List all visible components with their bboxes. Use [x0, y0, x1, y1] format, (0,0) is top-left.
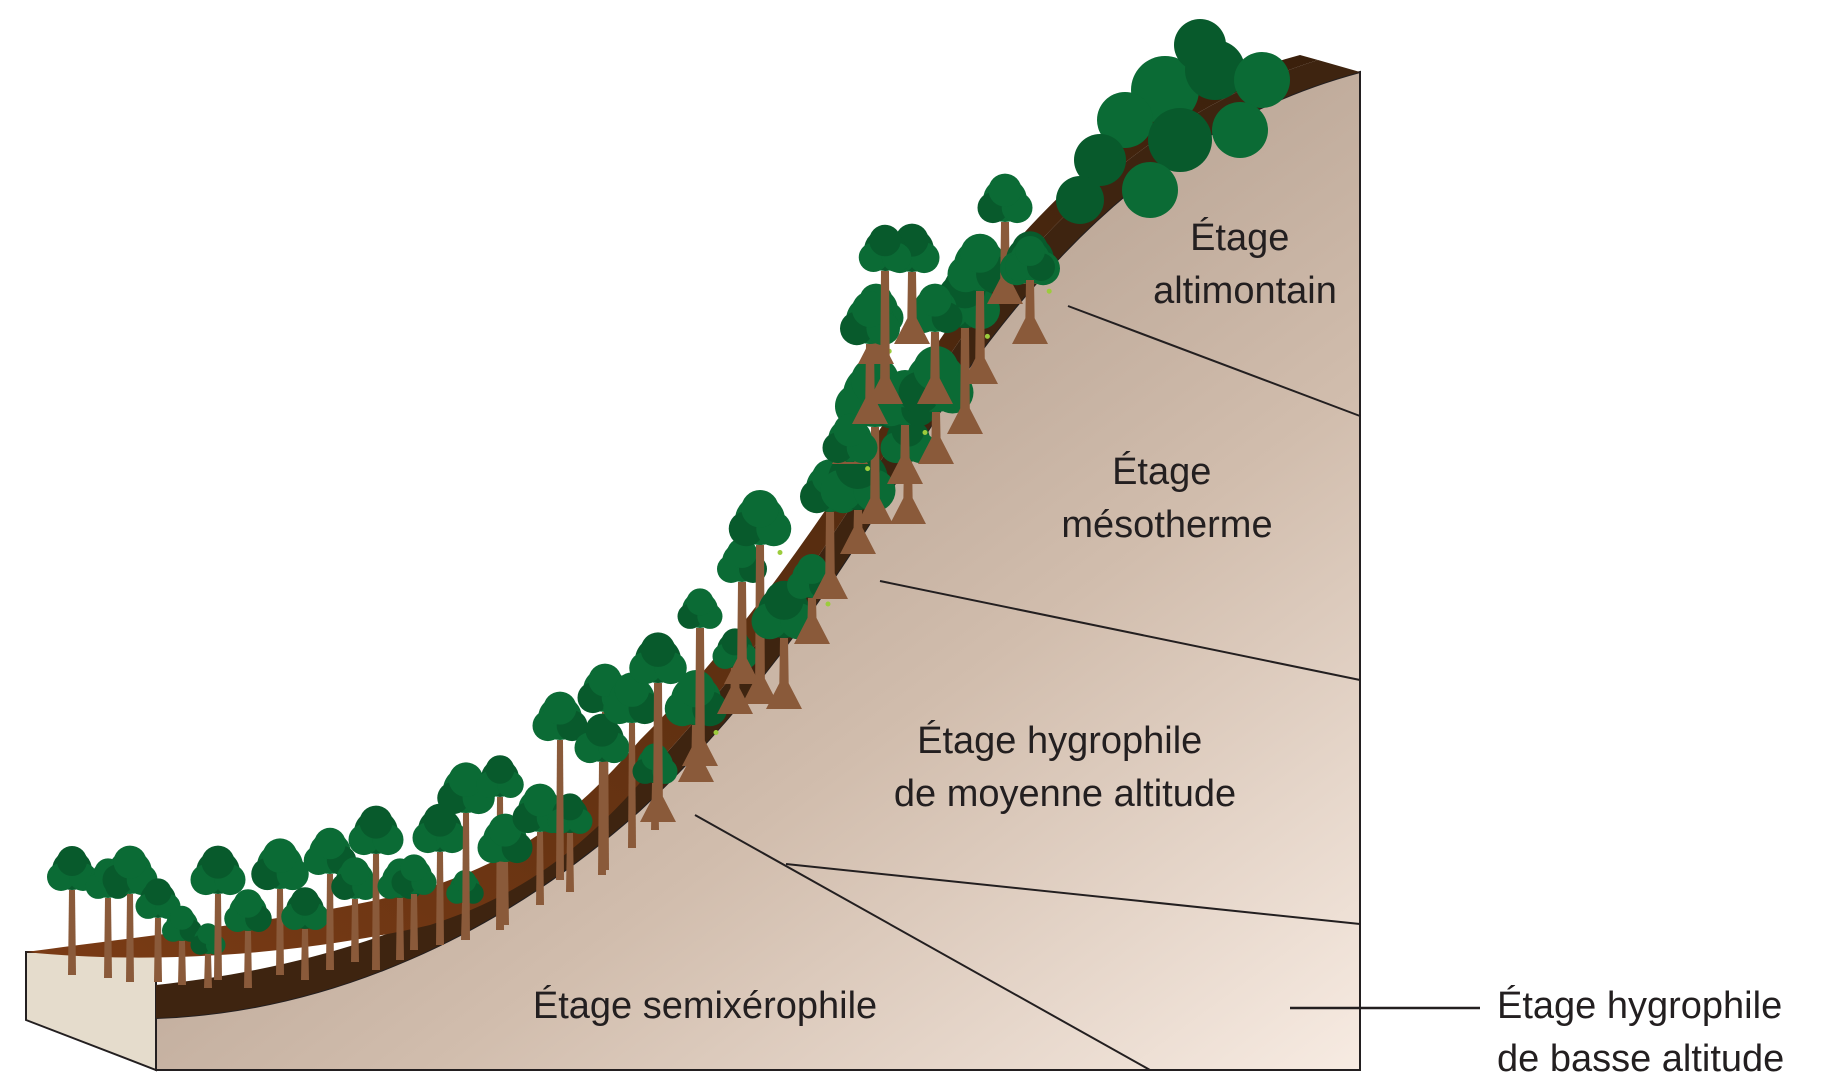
tree-trunk — [462, 813, 470, 940]
summit-canopy — [1056, 176, 1104, 224]
tree-trunk — [204, 954, 212, 988]
leaf-accent — [714, 730, 719, 735]
label-hygrophile-basse-line1: Étage hygrophile — [1497, 984, 1782, 1027]
tree-trunk — [276, 889, 284, 975]
tree-trunk — [244, 931, 252, 988]
tree-trunk — [396, 898, 404, 960]
label-hygrophile-moyenne-line1: Étage hygrophile — [917, 719, 1202, 762]
tree-crown — [202, 846, 235, 879]
summit-canopy — [1234, 52, 1290, 108]
label-altimontain-line2: altimontain — [1153, 270, 1337, 312]
tree-crown — [145, 878, 172, 905]
tree-trunk — [214, 894, 222, 980]
label-mesotherme-line1: Étage — [1112, 450, 1211, 493]
tree-crown — [360, 806, 393, 839]
summit-canopy — [1174, 19, 1226, 71]
tree-trunk — [104, 898, 112, 978]
tree-crown — [524, 784, 557, 817]
tree-crown — [114, 846, 147, 879]
tree-crown — [234, 889, 263, 918]
tree-crown — [341, 857, 370, 886]
tree-trunk — [351, 899, 359, 962]
tree-trunk — [372, 854, 380, 970]
tree-crown — [263, 838, 298, 873]
tree-crown — [291, 887, 320, 916]
tree-crown — [869, 225, 901, 256]
summit-canopy — [1122, 162, 1178, 218]
label-hygrophile-basse: Étage hygrophile de basse altitude — [1497, 984, 1793, 1080]
tree-crown — [741, 490, 779, 528]
tree-trunk — [126, 894, 134, 982]
label-altimontain-line1: Étage — [1190, 216, 1289, 259]
tree-crown — [314, 828, 346, 860]
tree-trunk — [436, 852, 444, 945]
tree-trunk — [68, 890, 76, 975]
tree-crown — [486, 755, 515, 784]
tree-crown — [401, 854, 428, 881]
leaf-accent — [923, 430, 928, 435]
label-hygrophile-basse-line2: de basse altitude — [1497, 1038, 1784, 1080]
tree-crown — [641, 632, 676, 667]
tree-trunk — [598, 762, 606, 875]
leaf-accent — [1047, 289, 1052, 294]
tree-trunk — [566, 833, 574, 892]
tree-crown — [1015, 236, 1045, 266]
tree-trunk — [556, 740, 564, 880]
tree-crown — [170, 906, 194, 930]
tree-trunk — [536, 832, 544, 905]
tree-trunk — [501, 862, 509, 925]
summit-canopy — [1212, 102, 1268, 158]
tree-trunk — [301, 929, 309, 980]
tree-crown — [961, 234, 1000, 273]
tree-crown — [544, 692, 577, 725]
leaf-accent — [865, 466, 870, 471]
tree-crown — [989, 174, 1022, 207]
label-mesotherme-line2: mésotherme — [1061, 504, 1272, 546]
leaf-accent — [826, 602, 831, 607]
tree-trunk — [410, 894, 418, 950]
leaf-accent — [985, 334, 990, 339]
tree-crown — [687, 588, 714, 615]
tree-trunk — [178, 941, 186, 985]
label-hygrophile-moyenne-line2: de moyenne altitude — [894, 773, 1236, 815]
label-semixerophile-line1: Étage semixérophile — [533, 984, 877, 1027]
tree-trunk — [628, 723, 636, 848]
label-semixerophile: Étage semixérophile — [533, 984, 877, 1027]
tree-trunk — [154, 918, 162, 982]
leaf-accent — [778, 550, 783, 555]
tree-crown — [57, 846, 87, 876]
ground-slab — [26, 952, 156, 1070]
summit-canopy — [1148, 108, 1212, 172]
tree-crown — [919, 284, 952, 317]
